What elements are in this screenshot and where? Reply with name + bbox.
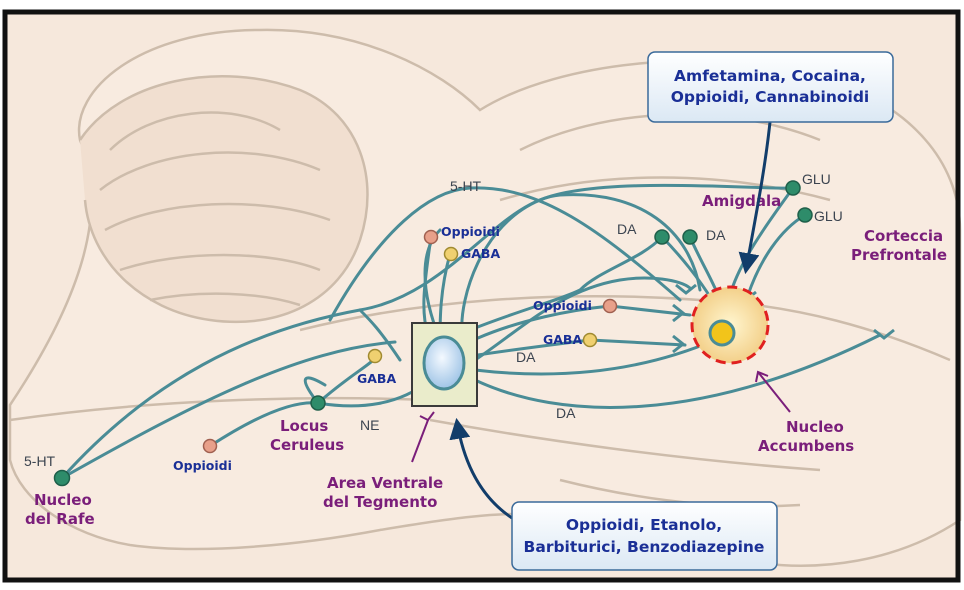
vta-neuron (424, 337, 464, 389)
label-da-2: DA (706, 227, 726, 243)
drug-box-bottom-line2: Barbiturici, Benzodiazepine (524, 538, 765, 556)
label-da-3: DA (516, 349, 536, 365)
label-accumbens-1: Nucleo (786, 418, 844, 436)
label-vta-1: Area Ventrale (327, 474, 443, 492)
label-raphe-2: del Rafe (25, 510, 95, 528)
label-da-1: DA (617, 221, 637, 237)
label-opioid-lc: Oppioidi (173, 458, 232, 473)
label-glu-1: GLU (802, 171, 831, 187)
label-ceruleus-1: Locus (280, 417, 328, 435)
node-opioid-vta (425, 231, 438, 244)
node-raphe (55, 471, 70, 486)
label-prefrontal-2: Prefrontale (851, 246, 947, 264)
label-gaba-vta: GABA (461, 246, 500, 261)
label-opioid-vta: Oppioidi (441, 224, 500, 239)
drug-box-top-line1: Amfetamina, Cocaina, (674, 67, 866, 85)
node-gaba-acc (584, 334, 597, 347)
drug-box-bottom: Oppioidi, Etanolo, Barbiturici, Benzodia… (512, 502, 777, 570)
node-gaba-vta (445, 248, 458, 261)
node-gaba-lc (369, 350, 382, 363)
drug-box-top: Amfetamina, Cocaina, Oppioidi, Cannabino… (648, 52, 893, 122)
label-da-4: DA (556, 405, 576, 421)
accumbens-neuron (710, 321, 734, 345)
node-opioid-lc (204, 440, 217, 453)
node-da-1 (655, 230, 669, 244)
node-glu-1 (786, 181, 800, 195)
label-gaba-lc: GABA (357, 371, 396, 386)
label-vta-2: del Tegmento (323, 493, 437, 511)
label-5ht-top: 5-HT (450, 178, 482, 194)
drug-box-bottom-line1: Oppioidi, Etanolo, (566, 516, 722, 534)
label-glu-2: GLU (814, 208, 843, 224)
drug-box-top-line2: Oppioidi, Cannabinoidi (671, 88, 870, 106)
node-glu-2 (798, 208, 812, 222)
node-da-2 (683, 230, 697, 244)
label-amygdala: Amigdala (702, 192, 781, 210)
label-5ht-left: 5-HT (24, 453, 56, 469)
label-prefrontal-1: Corteccia (864, 227, 943, 245)
label-opioid-acc: Oppioidi (533, 298, 592, 313)
label-gaba-acc: GABA (543, 332, 582, 347)
node-opioid-acc (604, 300, 617, 313)
label-ceruleus-2: Ceruleus (270, 436, 344, 454)
label-accumbens-2: Accumbens (758, 437, 854, 455)
label-raphe-1: Nucleo (34, 491, 92, 509)
node-locus-ceruleus (311, 396, 325, 410)
label-ne: NE (360, 417, 379, 433)
